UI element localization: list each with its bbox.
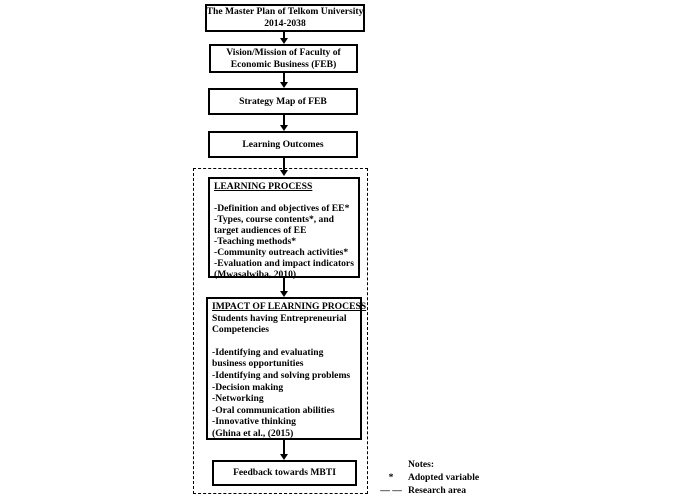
- learning-process-heading: LEARNING PROCESS: [214, 181, 313, 192]
- impact-heading: IMPACT OF LEARNING PROCESS: [212, 301, 367, 312]
- box-feedback-mbti-label: Feedback towards MBTI: [233, 467, 336, 478]
- down-arrow-6: [278, 440, 290, 460]
- box-feedback-mbti: Feedback towards MBTI: [212, 460, 357, 486]
- asterisk-symbol: *: [388, 472, 394, 483]
- box-learning-outcomes-label: Learning Outcomes: [242, 138, 324, 150]
- list-item: -Identifying and solving problems: [212, 369, 351, 381]
- box-impact-of-learning-process: IMPACT OF LEARNING PROCESS Students havi…: [206, 297, 367, 440]
- notes-legend: Notes: * Adopted variable — — Research a…: [374, 458, 479, 497]
- list-item: -Evaluation and impact indicators (Mwasa…: [214, 258, 354, 280]
- notes-empty-symbol: [374, 458, 408, 471]
- list-item: -Innovative thinking: [212, 416, 296, 428]
- down-arrow-1: [278, 31, 290, 44]
- note-label-adopted-variable: Adopted variable: [408, 472, 480, 483]
- arrowhead-icon: [279, 291, 288, 297]
- arrow-shaft: [283, 73, 285, 83]
- box-master-plan: The Master Plan of Telkom University 201…: [205, 4, 365, 32]
- box-vision-mission-line1: Vision/Mission of Faculty of: [226, 46, 341, 58]
- notes-title: Notes:: [408, 459, 435, 470]
- down-arrow-4: [278, 158, 290, 176]
- notes-title-row: Notes:: [374, 458, 479, 471]
- arrowhead-icon: [279, 82, 288, 88]
- box-learning-outcomes: Learning Outcomes: [208, 131, 358, 158]
- impact-subtitle: Students having Entrepreneurial Competen…: [212, 312, 347, 336]
- arrow-shaft: [283, 31, 285, 39]
- note-label-research-area: Research area: [408, 485, 466, 496]
- dashed-line-symbol: — —: [380, 485, 402, 496]
- down-arrow-2: [278, 73, 290, 88]
- arrow-shaft: [283, 440, 285, 455]
- research-area-boundary: [193, 168, 368, 494]
- list-item: -Types, course contents*, and target aud…: [214, 214, 335, 236]
- arrowhead-icon: [279, 170, 288, 176]
- arrowhead-icon: [279, 38, 288, 44]
- arrowhead-icon: [279, 454, 288, 460]
- box-strategy-map: Strategy Map of FEB: [208, 88, 358, 115]
- note-row-adopted-variable: * Adopted variable: [374, 471, 480, 484]
- box-master-plan-line2: 2014-2038: [264, 18, 306, 29]
- note-row-research-area: — — Research area: [374, 484, 479, 497]
- box-master-plan-line1: The Master Plan of Telkom University: [206, 6, 364, 17]
- box-learning-process: LEARNING PROCESS -Definition and objecti…: [208, 177, 360, 280]
- learning-process-items: -Definition and objectives of EE*-Types,…: [214, 203, 355, 280]
- arrowhead-icon: [279, 125, 288, 131]
- box-vision-mission-line2: Economic Business (FEB): [230, 58, 337, 70]
- list-item: -Community outreach activities*: [214, 247, 349, 258]
- list-item: (Ghina et al., (2015): [212, 427, 294, 439]
- arrow-shaft: [283, 115, 285, 126]
- arrow-shaft: [283, 158, 285, 171]
- list-item: -Decision making: [212, 381, 284, 393]
- impact-items: -Identifying and evaluating business opp…: [212, 347, 357, 440]
- down-arrow-5: [278, 278, 290, 297]
- list-item: -Networking: [212, 393, 264, 405]
- list-item: -Teaching methods*: [214, 236, 297, 247]
- list-item: -Oral communication abilities: [212, 404, 335, 416]
- box-strategy-map-label: Strategy Map of FEB: [239, 95, 327, 107]
- down-arrow-3: [278, 115, 290, 131]
- box-vision-mission: Vision/Mission of Faculty of Economic Bu…: [209, 44, 358, 73]
- arrow-shaft: [283, 278, 285, 292]
- list-item: -Identifying and evaluating business opp…: [212, 346, 324, 370]
- list-item: -Definition and objectives of EE*: [214, 203, 350, 214]
